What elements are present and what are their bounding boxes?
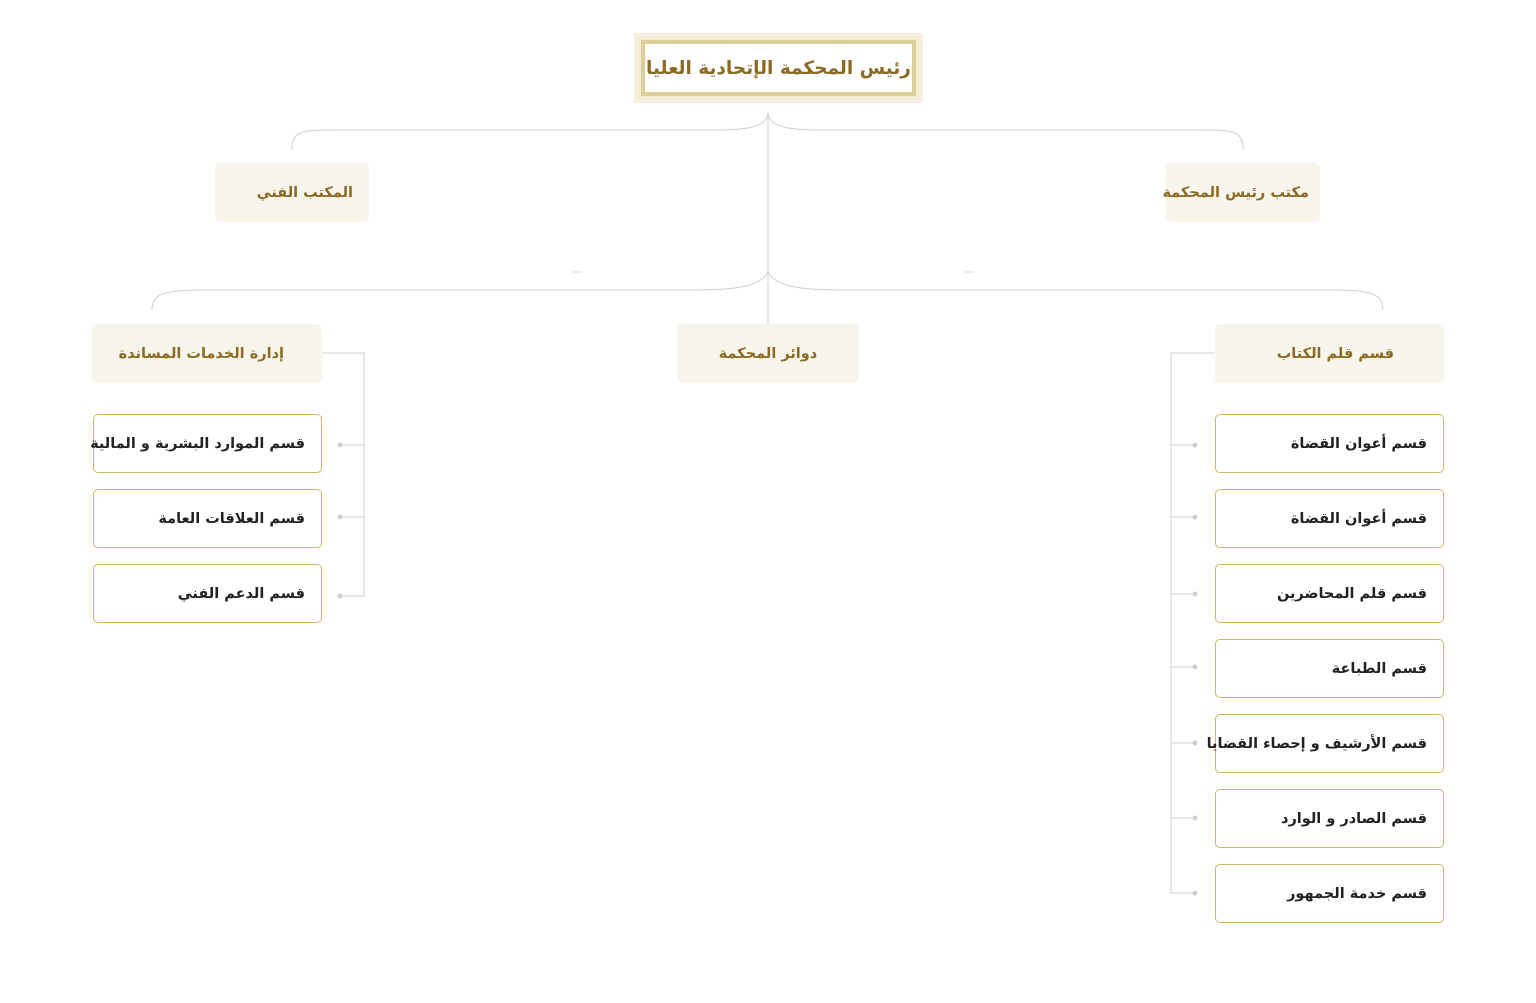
section-label: قسم الدعم الفني — [177, 585, 305, 602]
section-label: قسم الطباعة — [1331, 660, 1427, 677]
section-box[interactable]: قسم قلم المحاضرين — [1215, 564, 1444, 623]
section-label: قسم أعوان القضاة — [1290, 510, 1427, 527]
section-label: قسم خدمة الجمهور — [1287, 885, 1427, 902]
division-support-services-label: إدارة الخدمات المساندة — [118, 345, 284, 362]
section-box[interactable]: قسم الموارد البشرية و المالية — [90, 414, 322, 473]
division-registry-label: قسم قلم الكتاب — [1276, 345, 1394, 362]
division-court-circuits[interactable]: دوائر المحكمة — [677, 324, 859, 383]
section-box[interactable]: قسم الطباعة — [1215, 639, 1444, 698]
unit-technical-office-label: المكتب الفني — [256, 184, 353, 201]
unit-president-office[interactable]: مكتب رئيس المحكمة — [1162, 163, 1320, 222]
division-registry[interactable]: قسم قلم الكتاب — [1215, 324, 1444, 383]
section-label: قسم أعوان القضاة — [1290, 435, 1427, 452]
section-label: قسم قلم المحاضرين — [1276, 585, 1427, 602]
section-label: قسم الصادر و الوارد — [1281, 810, 1427, 827]
section-box[interactable]: قسم الأرشيف و إحصاء القضايا — [1207, 714, 1444, 773]
section-box[interactable]: قسم أعوان القضاة — [1215, 489, 1444, 548]
section-box[interactable]: قسم الصادر و الوارد — [1215, 789, 1444, 848]
unit-technical-office[interactable]: المكتب الفني — [215, 163, 369, 222]
section-label: قسم الموارد البشرية و المالية — [90, 435, 305, 452]
section-box[interactable]: قسم العلاقات العامة — [93, 489, 322, 548]
division-support-services[interactable]: إدارة الخدمات المساندة — [92, 324, 322, 383]
division-court-circuits-label: دوائر المحكمة — [718, 345, 818, 362]
section-box[interactable]: قسم خدمة الجمهور — [1215, 864, 1444, 923]
root-title: رئيس المحكمة الإتحادية العليا — [646, 57, 911, 79]
root-node[interactable]: رئيس المحكمة الإتحادية العليا — [646, 45, 911, 91]
section-box[interactable]: قسم أعوان القضاة — [1215, 414, 1444, 473]
section-label: قسم الأرشيف و إحصاء القضايا — [1206, 735, 1427, 752]
section-box[interactable]: قسم الدعم الفني — [93, 564, 322, 623]
unit-president-office-label: مكتب رئيس المحكمة — [1162, 184, 1309, 201]
section-label: قسم العلاقات العامة — [158, 510, 305, 527]
